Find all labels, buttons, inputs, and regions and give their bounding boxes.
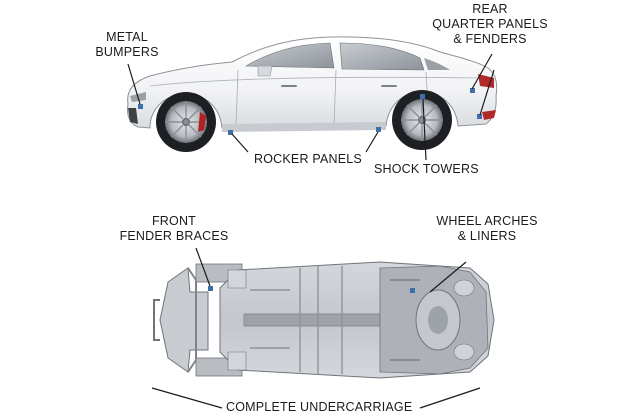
marker-quarter-panel-upper — [470, 88, 475, 93]
front-wheel — [156, 92, 216, 152]
label-complete-undercarriage: COMPLETE UNDERCARRIAGE — [226, 400, 413, 414]
marker-fender-brace — [208, 286, 213, 291]
label-metal-bumpers: METAL BUMPERS — [95, 30, 159, 59]
callout-lines-bottom — [151, 247, 481, 409]
rear-wheel — [392, 90, 452, 150]
label-rear-quarter-panels: REAR QUARTER PANELS & FENDERS — [432, 2, 548, 46]
callout-lines-top — [127, 53, 495, 161]
marker-rocker-front — [228, 130, 233, 135]
label-shock-towers: SHOCK TOWERS — [374, 162, 479, 176]
marker-wheel-arch — [410, 288, 415, 293]
marker-rocker-rear — [376, 127, 381, 132]
marker-shock-tower — [420, 94, 425, 99]
front-subframe — [159, 267, 209, 373]
marker-bumper — [138, 104, 143, 109]
car-window-rear — [339, 42, 425, 71]
label-wheel-arches: WHEEL ARCHES & LINERS — [436, 214, 538, 243]
car-windows — [244, 42, 335, 69]
sedan-side-view — [127, 36, 498, 152]
undercarriage-view — [153, 261, 495, 379]
label-rocker-panels: ROCKER PANELS — [254, 152, 362, 166]
marker-quarter-panel-lower — [477, 114, 482, 119]
label-front-fender-braces: FRONT FENDER BRACES — [119, 214, 229, 243]
